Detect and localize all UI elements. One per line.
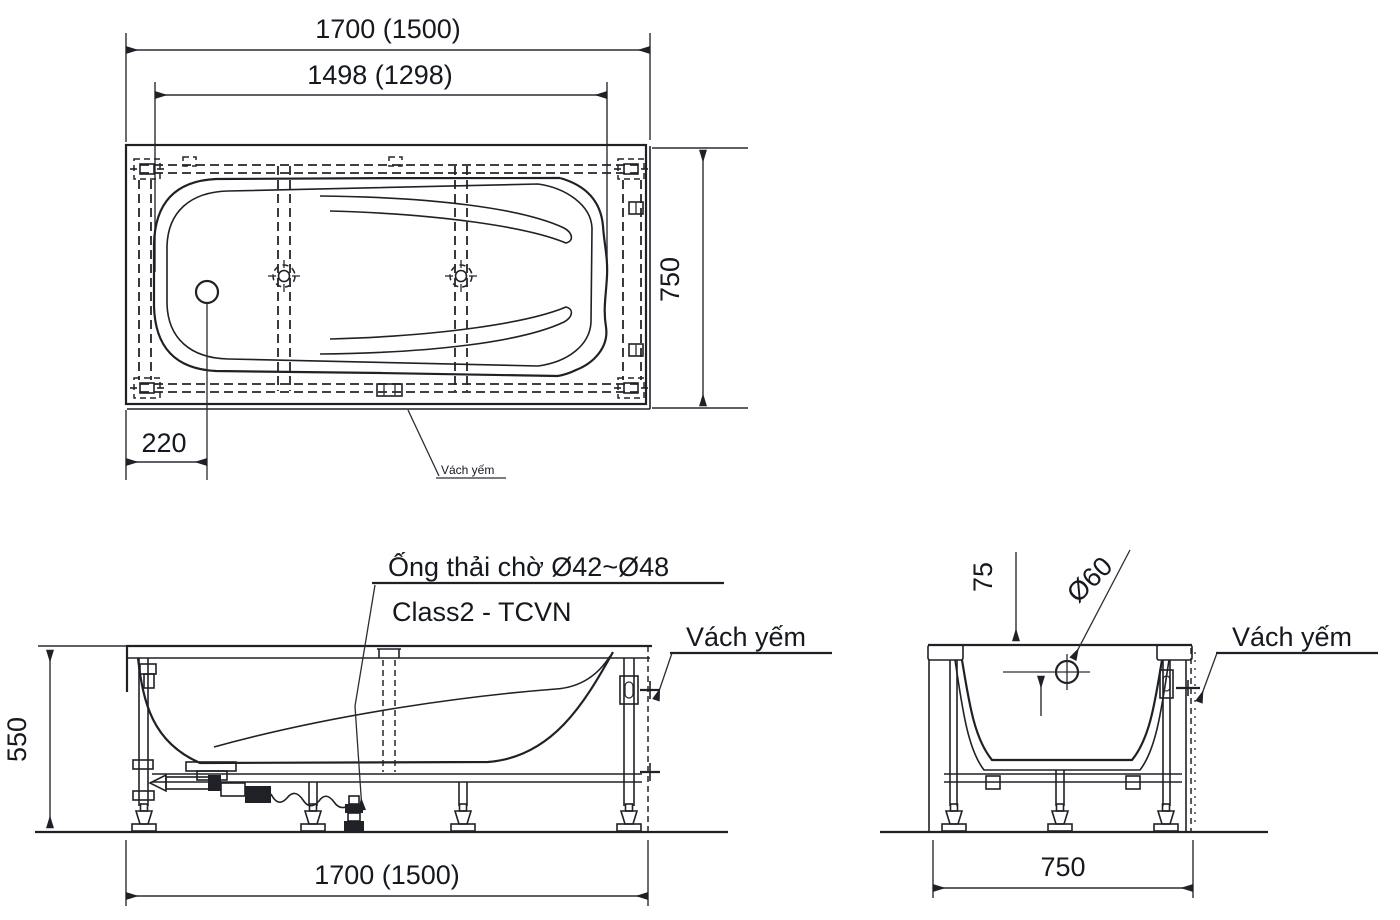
corner-anchor [614,158,648,180]
side-dim-height-text: 550 [2,717,32,762]
side-dim-length: 1700 (1500) [125,840,649,906]
side-standard-note: Class2 - TCVN [392,597,572,627]
end-apron-label: Vách yếm [1232,622,1352,652]
end-view: 75 Ø60 Vách yếm 750 [880,549,1378,898]
plan-frame-hidden [138,156,644,397]
plan-view: 1700 (1500) 1498 (1298) [124,14,748,480]
adjustable-foot [450,803,476,832]
bolt-symbol [268,260,300,292]
side-dim-height: 550 [2,649,54,829]
plan-dim-overall-text: 1700 (1500) [315,14,461,44]
end-support-frame [928,660,1187,832]
end-dim-overflow-offset: 75 [968,552,1045,716]
plan-dim-drain-offset-text: 220 [141,428,186,458]
bolt-symbol [445,260,477,292]
side-drain-plumbing [148,761,364,831]
adjuster-bracket [619,675,639,705]
flexible-hose [270,792,352,809]
adjustable-foot [1153,803,1179,832]
end-dim-width-text: 750 [1040,852,1085,882]
corner-anchor [614,377,648,399]
side-drain-note-callout: Ống thải chờ Ø42~Ø48 [354,550,724,811]
end-dim-overflow-offset-text: 75 [968,562,998,592]
adjustable-foot [131,803,157,832]
end-overflow-dia-label: Ø60 [1061,551,1118,608]
frame-clip [628,201,644,215]
plan-drain-hole [194,279,220,480]
overflow-column [377,648,401,772]
plan-tub-interior [152,176,609,378]
side-apron-callout: Vách yếm [652,622,832,702]
side-dim-length-text: 1700 (1500) [314,860,460,890]
adjustable-foot [616,803,642,832]
plan-dim-drain-offset: 220 [125,410,208,480]
plan-dim-inner: 1498 (1298) [154,60,608,277]
side-drain-note: Ống thải chờ Ø42~Ø48 [388,550,669,582]
frame-clip [376,383,403,397]
end-overflow-dia-callout: Ø60 [1061,549,1131,662]
plan-apron-callout: Vách yếm [407,409,506,479]
adjustable-foot [300,803,326,832]
plan-apron-label: Vách yếm [441,463,494,477]
end-apron-panel [1190,648,1196,831]
end-overflow-hole [1003,654,1090,690]
backrest-contour [319,195,573,244]
plan-brace-bolts [268,260,477,292]
adjustable-foot [1047,803,1073,832]
end-tub-section [927,643,1200,771]
side-support-frame [131,658,660,832]
frame-clip [628,343,644,357]
side-apron-label: Vách yếm [686,622,806,652]
side-tub-profile [38,644,652,772]
plan-corner-anchors [130,158,648,399]
plan-dim-width-text: 750 [655,257,685,302]
end-apron-callout: Vách yếm [1195,622,1378,704]
plan-dim-overall: 1700 (1500) [125,14,651,142]
backrest-contour [319,306,573,355]
plan-tub-outline [124,143,651,410]
side-view: Ống thải chờ Ø42~Ø48 Class2 - TCVN Vách … [2,550,832,906]
corner-anchor [130,377,164,399]
plan-dim-width: 750 [652,147,748,409]
corner-anchor [130,158,164,180]
end-dim-width: 750 [932,840,1194,898]
plan-dim-inner-text: 1498 (1298) [307,60,453,90]
adjustable-foot [941,803,967,832]
